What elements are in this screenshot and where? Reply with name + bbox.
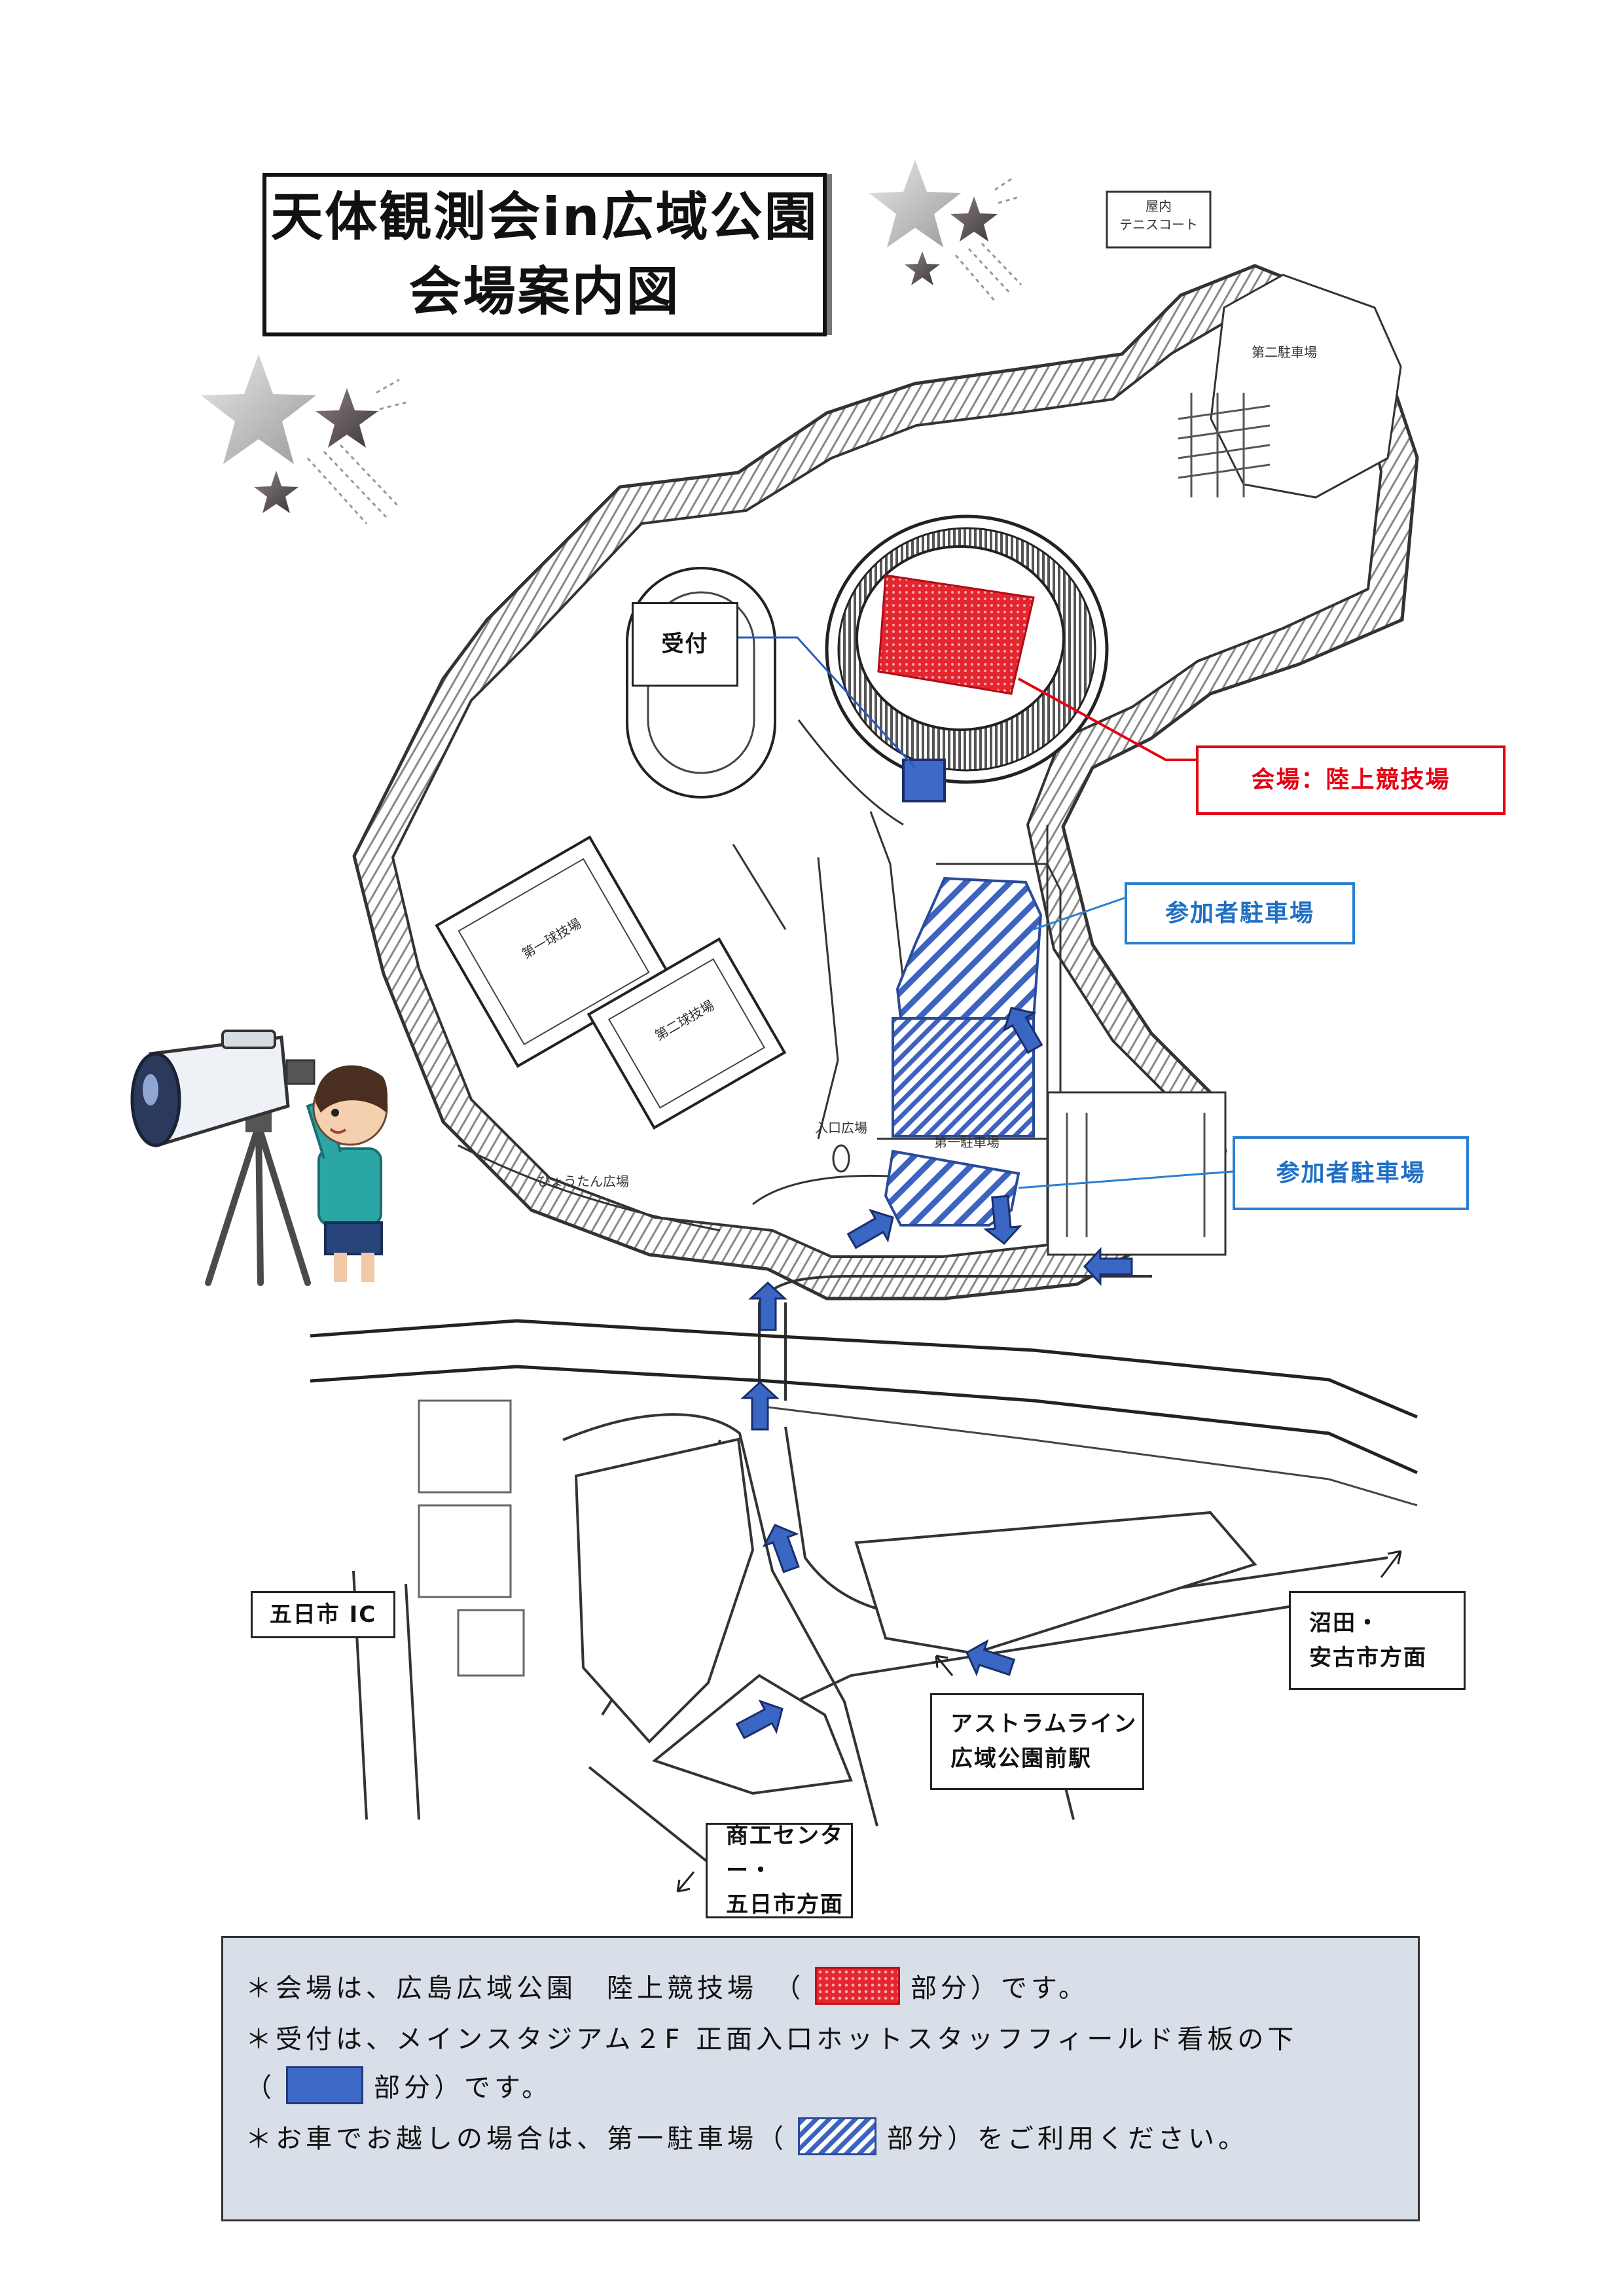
itsukaichi-ic-label-text: 五日市 IC xyxy=(269,1601,377,1628)
note-venue: ＊会場は、広島広域公園 陸上競技場 （ 部分）です。 xyxy=(245,1960,1418,2011)
boy-shirt xyxy=(317,1147,382,1227)
south-island-west xyxy=(574,1437,755,1744)
direction-arrow xyxy=(749,1282,786,1331)
second-parking-area xyxy=(1210,274,1402,499)
south-island-east xyxy=(854,1511,1257,1655)
star-decoration xyxy=(869,160,961,247)
pointer-shoko xyxy=(676,1871,695,1893)
tripod-leg xyxy=(255,1122,311,1286)
boy-leg xyxy=(334,1253,347,1282)
venue-label-text: 会場：陸上競技場 xyxy=(1251,766,1451,794)
tripod-leg xyxy=(255,1122,264,1286)
parking-hatch-swatch xyxy=(798,2117,876,2155)
numata-direction-label: 沼田・ 安古市方面 xyxy=(1289,1591,1466,1690)
astram-line2: 広域公園前駅 xyxy=(950,1746,1092,1772)
star-decoration xyxy=(254,471,298,513)
star-decoration xyxy=(950,196,998,242)
telescope-lens-glare xyxy=(143,1074,158,1105)
park-internal-roads xyxy=(458,719,1049,1244)
reception-label-text: 受付 xyxy=(661,631,709,658)
second-ballfield xyxy=(586,937,787,1130)
note-venue-prefix: ＊会場は、広島広域公園 陸上競技場 （ xyxy=(245,1973,804,2003)
reception-leader-line xyxy=(738,636,916,769)
itsukaichi-ic-label: 五日市 IC xyxy=(251,1591,395,1638)
residential-blocks xyxy=(418,1399,525,1677)
page-subtitle: 会場案内図 xyxy=(408,261,681,322)
entrance-plaza-fountain xyxy=(832,1144,850,1173)
note-reception-cont: （ 部分）です。 xyxy=(245,2060,1418,2111)
first-ballfield-pitch xyxy=(458,858,650,1045)
label-tennis-line2: テニスコート xyxy=(1119,217,1198,232)
venue-field xyxy=(877,574,1035,695)
star-sparkle-lines xyxy=(306,378,406,525)
parking-1-leader-line xyxy=(1033,897,1125,931)
boy-hair xyxy=(315,1065,388,1113)
participant-parking-label-2-text: 参加者駐車場 xyxy=(1276,1159,1426,1187)
pointer-astram xyxy=(935,1655,954,1676)
telescope-eyepiece xyxy=(285,1059,316,1085)
note-parking: ＊お車でお越しの場合は、第一駐車場（ 部分）をご利用ください。 xyxy=(245,2111,1418,2162)
participant-parking-label-1-text: 参加者駐車場 xyxy=(1164,899,1314,927)
label-first-parking: 第一駐車場 xyxy=(934,1134,1000,1150)
venue-red-swatch xyxy=(815,1967,900,2005)
boy-eye xyxy=(331,1109,339,1117)
participant-parking-label-2: 参加者駐車場 xyxy=(1233,1136,1469,1210)
star-sparkle-lines xyxy=(954,175,1022,302)
reception-marker xyxy=(902,759,946,802)
participant-parking-middle xyxy=(892,1017,1035,1138)
page-title: 天体観測会in広域公園 xyxy=(270,187,819,248)
venue-leader-line xyxy=(1018,677,1196,761)
star-decoration-left xyxy=(201,354,406,525)
parking-edge-lines xyxy=(877,863,1062,1230)
star-decoration xyxy=(905,251,940,285)
parking-2-leader-line xyxy=(1018,1170,1233,1189)
building-east-ribs xyxy=(1066,1113,1206,1237)
tripod-leg xyxy=(205,1122,262,1286)
boy-mouth xyxy=(329,1128,347,1134)
second-parking-stalls xyxy=(1178,393,1271,497)
venue-label: 会場：陸上競技場 xyxy=(1196,745,1506,815)
star-decoration xyxy=(201,354,316,464)
main-road-south-edge xyxy=(310,1365,1418,1475)
astram-station-label: アストラムライン 広域公園前駅 xyxy=(930,1693,1144,1790)
note-reception: ＊受付は、メインスタジアム２F 正面入口ホットスタッフフィールド看板の下 xyxy=(245,2011,1418,2062)
indoor-tennis-court xyxy=(1106,190,1212,249)
main-road-lower-edge xyxy=(767,1406,1418,1507)
note-reception-text: ＊受付は、メインスタジアム２F 正面入口ホットスタッフフィールド看板の下 xyxy=(245,2024,1298,2054)
notes-box: ＊会場は、広島広域公園 陸上競技場 （ 部分）です。 ＊受付は、メインスタジアム… xyxy=(221,1936,1420,2221)
reception-blue-swatch xyxy=(286,2066,363,2104)
reception-label: 受付 xyxy=(632,602,738,687)
label-entrance-plaza: 入口広場 xyxy=(815,1120,867,1136)
main-road-north-edge xyxy=(310,1319,1418,1419)
boy-leg xyxy=(361,1253,374,1282)
star-decoration xyxy=(316,388,378,448)
note-parking-suffix: 部分）をご利用ください。 xyxy=(887,2124,1248,2154)
note-reception-cont-prefix: （ xyxy=(245,2073,276,2103)
astram-line1: アストラムライン xyxy=(950,1711,1138,1738)
shoko-direction-label: 商工センター・ 五日市方面 xyxy=(706,1823,853,1918)
note-venue-suffix: 部分）です。 xyxy=(911,1973,1089,2003)
shoko-line1: 商工センター・ xyxy=(726,1822,844,1884)
pointer-numata xyxy=(1380,1550,1402,1578)
label-second-parking: 第二駐車場 xyxy=(1252,344,1317,360)
direction-arrow xyxy=(742,1381,778,1431)
second-ballfield-pitch xyxy=(607,958,766,1109)
page-title-box: 天体観測会in広域公園 会場案内図 xyxy=(262,173,827,336)
participant-parking-label-1: 参加者駐車場 xyxy=(1125,882,1355,944)
note-parking-prefix: ＊お車でお越しの場合は、第一駐車場（ xyxy=(245,2124,787,2154)
boy-shorts xyxy=(324,1221,383,1255)
telescope-boy-illustration xyxy=(130,1030,388,1286)
numata-line2: 安古市方面 xyxy=(1309,1644,1427,1671)
shoko-line2: 五日市方面 xyxy=(726,1892,844,1918)
label-hyoutan-plaza: ひょうたん広場 xyxy=(537,1174,629,1189)
participant-parking-lower xyxy=(884,1149,1020,1227)
telescope-finder xyxy=(221,1030,276,1049)
numata-line1: 沼田・ xyxy=(1309,1609,1380,1636)
label-tennis-line1: 屋内 xyxy=(1146,198,1172,214)
note-reception-cont-suffix: 部分）です。 xyxy=(374,2073,552,2103)
star-decoration-top xyxy=(869,160,1022,302)
